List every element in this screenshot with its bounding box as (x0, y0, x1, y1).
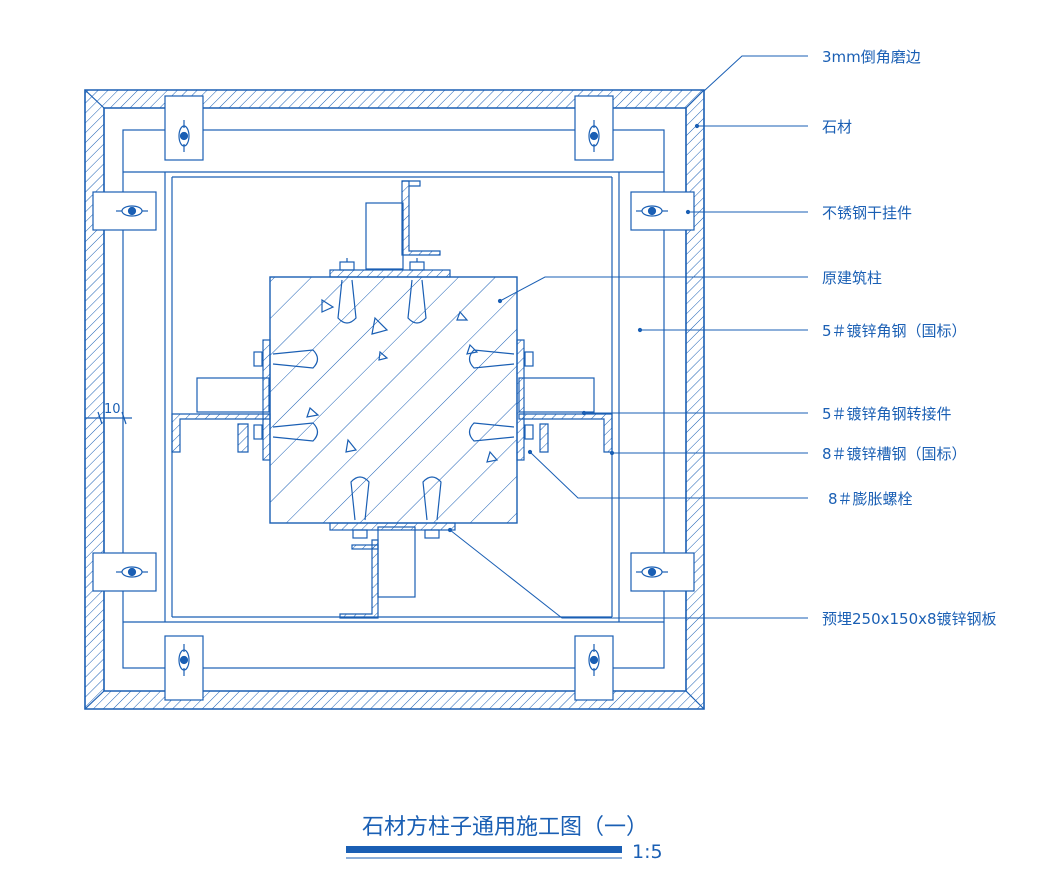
channel-steel-right (518, 377, 613, 453)
dimension-label: 10 (104, 402, 121, 417)
drawing-scale: 1:5 (632, 841, 663, 863)
angle-steel-frame (122, 129, 665, 669)
label-embedded-plate: 预埋250x150x8镀锌钢板 (822, 610, 997, 628)
leader-lines (447, 55, 808, 619)
original-column (269, 276, 518, 524)
label-chamfer: 3mm倒角磨边 (822, 48, 921, 66)
dry-hanger-top-left (164, 95, 204, 161)
channel-steel-bottom (339, 526, 416, 619)
dry-hanger-right-top (630, 191, 695, 231)
embedded-plates (262, 269, 525, 531)
label-angle-connector: 5＃镀锌角钢转接件 (822, 405, 952, 423)
dry-hanger-bottom-right (574, 635, 614, 701)
drawing-title: 石材方柱子通用施工图（一） (362, 815, 648, 840)
dimension-10 (85, 411, 132, 425)
label-angle-steel: 5＃镀锌角钢（国标） (822, 322, 967, 340)
dry-hanger-left-top (92, 191, 157, 231)
label-dry-hanger: 不锈钢干挂件 (822, 204, 912, 222)
channel-steel-left (171, 377, 271, 453)
dry-hanger-right-bottom (630, 552, 695, 592)
label-channel-steel: 8＃镀锌槽钢（国标） (822, 445, 967, 463)
label-stone: 石材 (822, 118, 852, 136)
dry-hanger-left-bottom (92, 552, 157, 592)
label-original-column: 原建筑柱 (822, 269, 882, 287)
channel-steel-top (365, 180, 441, 270)
dry-hanger-bottom-left (164, 635, 204, 701)
title-underline (346, 846, 622, 859)
dry-hanger-top-right (574, 95, 614, 161)
expansion-bolts (253, 258, 534, 539)
stone-cladding (84, 89, 705, 710)
label-expansion-bolt: 8＃膨胀螺栓 (828, 490, 913, 508)
